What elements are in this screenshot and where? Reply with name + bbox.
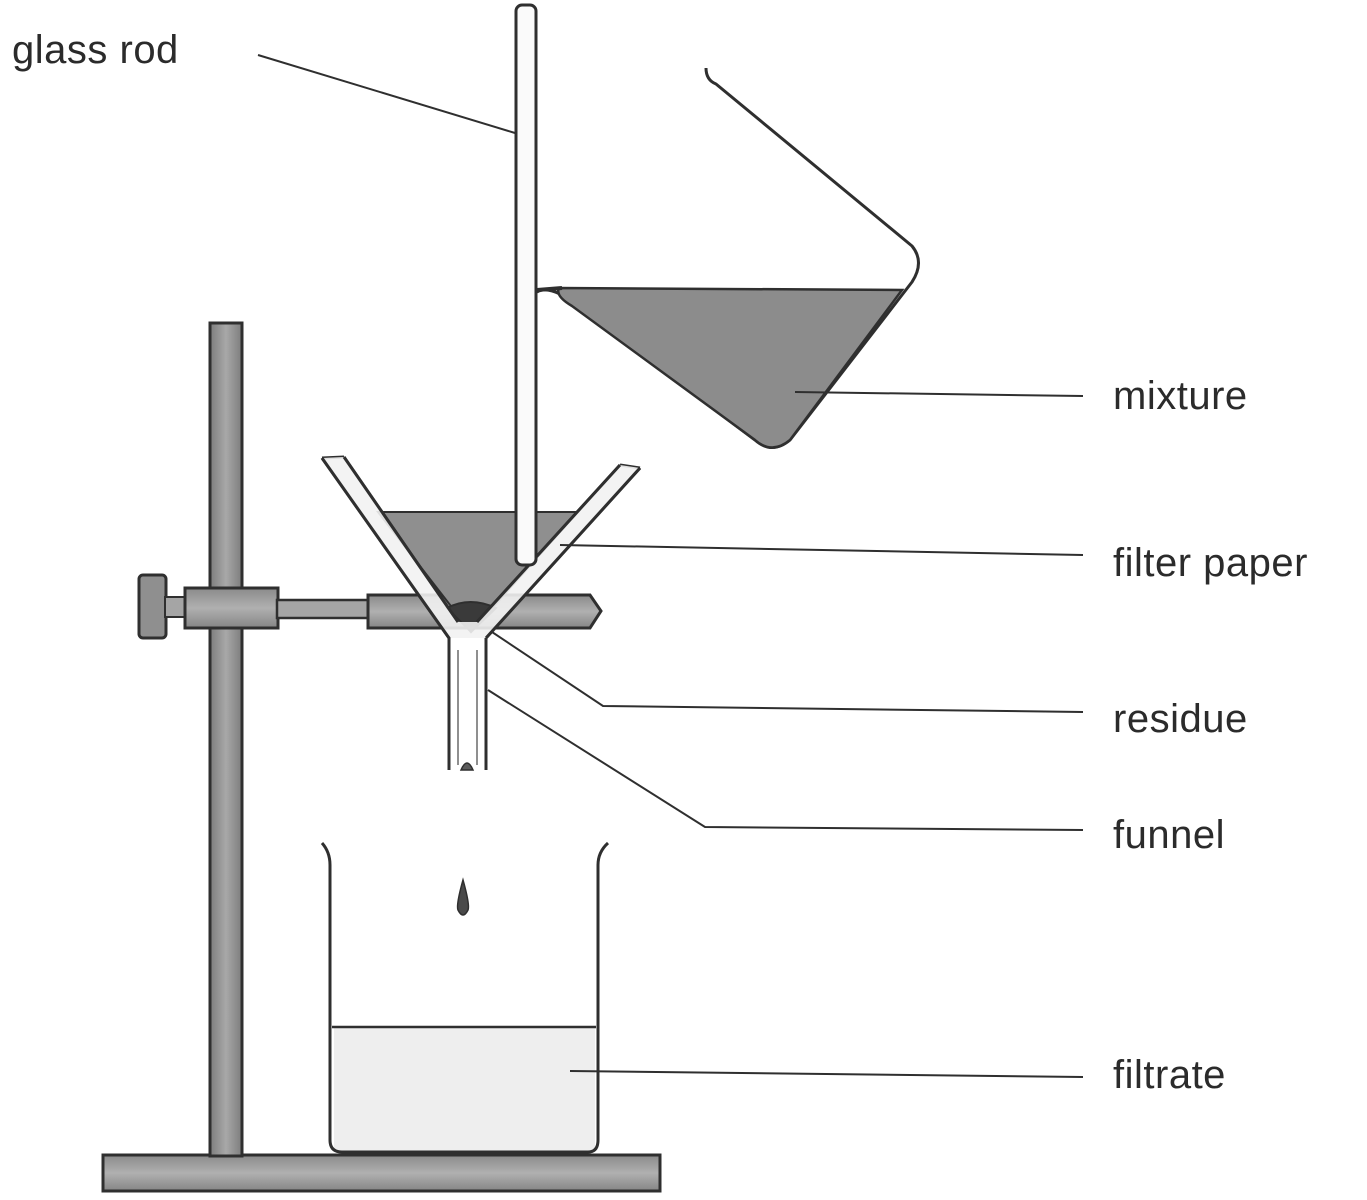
leader-mixture: [794, 391, 1084, 397]
funnel-stem: [447, 638, 488, 770]
mixture-stream: [536, 286, 563, 292]
mixture: [557, 286, 905, 449]
leader-filter-paper: [559, 544, 1084, 556]
funnel-stem-inner: [457, 650, 478, 765]
leader-filtrate: [569, 1070, 1084, 1078]
boss-head: [183, 586, 280, 630]
leader-residue: [491, 631, 1084, 713]
drop: [456, 877, 470, 916]
collecting-beaker: [320, 841, 610, 1154]
funnel-outline: [320, 456, 642, 640]
stand-rod: [208, 321, 244, 1158]
glass-rod: [514, 3, 538, 567]
label-residue: residue: [1113, 697, 1248, 741]
label-mixture: mixture: [1113, 374, 1248, 418]
leader-funnel: [487, 689, 1084, 831]
clamp-arm: [275, 598, 374, 620]
pouring-beaker: [536, 67, 920, 449]
stand-base: [101, 1153, 662, 1193]
clamp-knob: [137, 573, 168, 640]
leader-glass-rod: [257, 54, 516, 134]
filtrate: [334, 1027, 595, 1152]
label-filtrate: filtrate: [1113, 1053, 1226, 1097]
funnel-stem-tip: [459, 762, 475, 771]
label-glass-rod: glass rod: [12, 28, 179, 72]
label-funnel: funnel: [1113, 813, 1225, 857]
label-filter-paper: filter paper: [1113, 541, 1308, 585]
